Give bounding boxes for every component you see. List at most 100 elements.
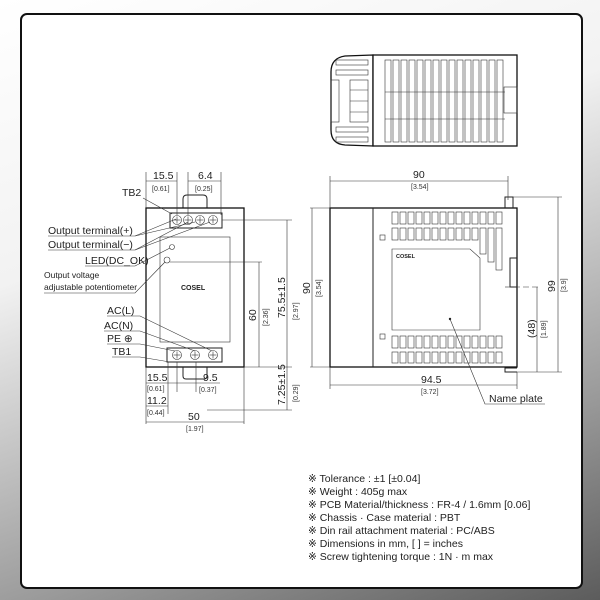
dim-h-725: 7.25±1.5 bbox=[276, 364, 288, 405]
vent-slot bbox=[496, 59, 504, 143]
vent-slot bbox=[391, 351, 399, 364]
side-dim-depth: 94.5 bbox=[421, 374, 442, 386]
vent-slot bbox=[439, 335, 447, 349]
vent-slot bbox=[456, 59, 464, 143]
note-din-rail: ※ Din rail attachment material : PC/ABS bbox=[308, 525, 495, 537]
screw-icon bbox=[183, 215, 193, 225]
screw-icon bbox=[208, 215, 218, 225]
vent-slot bbox=[463, 211, 471, 225]
vent-slot bbox=[471, 335, 479, 349]
label-output-plus: Output terminal(+) bbox=[48, 225, 133, 237]
front-view: COSEL TB2 Output terminal(+) Output term… bbox=[44, 170, 300, 433]
side-dim-height-in: [3.54] bbox=[316, 279, 323, 297]
note-torque: ※ Screw tightening torque : 1N · m max bbox=[308, 551, 494, 563]
vent-slot bbox=[399, 335, 407, 349]
vent-slot bbox=[439, 351, 447, 364]
front-logo: COSEL bbox=[181, 285, 206, 292]
dim-top-b-in: [0.25] bbox=[195, 186, 213, 193]
dim-bot-a: 15.5 bbox=[147, 372, 168, 384]
vent-slot bbox=[455, 351, 463, 364]
vent-slot bbox=[424, 59, 432, 143]
vent-slot bbox=[432, 59, 440, 143]
dim-bot-b-in: [0.37] bbox=[199, 387, 217, 394]
side-dim-total: 99 bbox=[546, 280, 558, 292]
vent-slot bbox=[415, 351, 423, 364]
side-dim-top: 90 bbox=[413, 169, 425, 181]
vent-slot bbox=[423, 351, 431, 364]
vent-slot bbox=[471, 351, 479, 364]
vent-slot bbox=[391, 227, 399, 241]
vent-slot bbox=[431, 351, 439, 364]
vent-slot bbox=[423, 227, 431, 241]
note-tolerance: ※ Tolerance : ±1 [±0.04] bbox=[308, 473, 420, 485]
vent-slot bbox=[415, 227, 423, 241]
vent-slot bbox=[391, 335, 399, 349]
vent-slot bbox=[447, 335, 455, 349]
dim-top-a: 15.5 bbox=[153, 170, 174, 182]
vent-slot bbox=[399, 211, 407, 225]
vent-slot bbox=[479, 227, 487, 255]
vent-slot bbox=[399, 227, 407, 241]
vent-slot bbox=[472, 59, 480, 143]
vent-slot bbox=[431, 227, 439, 241]
vent-slot bbox=[439, 227, 447, 241]
vent-slot bbox=[471, 211, 479, 225]
vent-slot bbox=[495, 351, 503, 364]
side-dim-height: 90 bbox=[301, 282, 313, 294]
label-tb2: TB2 bbox=[122, 187, 141, 199]
vent-slot bbox=[488, 59, 496, 143]
dim-h-75-in: [2.97] bbox=[293, 302, 300, 320]
dim-bot-b: 9.5 bbox=[203, 372, 218, 384]
dim-h-60: 60 bbox=[247, 309, 259, 321]
note-dimensions: ※ Dimensions in mm, [ ] = inches bbox=[308, 538, 463, 550]
vent-slot bbox=[471, 227, 479, 241]
vent-slot bbox=[407, 227, 415, 241]
name-plate bbox=[391, 248, 481, 331]
side-view: COSEL Name plate 90 [3.54] 90 [3.54] 94.… bbox=[301, 169, 568, 405]
vent-slot bbox=[480, 59, 488, 143]
dim-bot-c-in: [0.44] bbox=[147, 410, 165, 417]
screw-icon bbox=[190, 350, 200, 360]
vent-slot bbox=[407, 335, 415, 349]
tb2-terminal-block bbox=[169, 212, 223, 229]
label-led: LED(DC_OK) bbox=[85, 255, 149, 267]
vent-slot bbox=[455, 227, 463, 241]
dim-h-725-in: [0.29] bbox=[293, 384, 300, 402]
dim-width-in: [1.97] bbox=[186, 426, 204, 433]
vent-slot bbox=[400, 59, 408, 143]
vent-slot bbox=[479, 211, 487, 225]
note-chassis: ※ Chassis · Case material : PBT bbox=[308, 512, 461, 524]
vent-slot bbox=[407, 351, 415, 364]
vent-slot bbox=[479, 335, 487, 349]
vent-slot bbox=[384, 59, 392, 143]
label-pot-2: adjustable potentiometer bbox=[44, 282, 137, 292]
label-tb1: TB1 bbox=[112, 346, 131, 358]
dim-bot-a-in: [0.61] bbox=[147, 386, 165, 393]
top-view bbox=[330, 54, 518, 147]
vent-slot bbox=[439, 211, 447, 225]
label-output-minus: Output terminal(−) bbox=[48, 239, 133, 251]
label-ac-l: AC(L) bbox=[107, 305, 134, 317]
tb1-terminal-block bbox=[166, 347, 223, 363]
vent-slot bbox=[487, 227, 495, 263]
vent-slot bbox=[423, 335, 431, 349]
screw-icon bbox=[195, 215, 205, 225]
dim-top-a-in: [0.61] bbox=[152, 186, 170, 193]
dim-width: 50 bbox=[188, 411, 200, 423]
vent-slot bbox=[455, 335, 463, 349]
side-dim-total-in: [3.9] bbox=[561, 278, 568, 292]
vent-slot bbox=[440, 59, 448, 143]
vent-slot bbox=[495, 211, 503, 225]
vent-slot bbox=[495, 335, 503, 349]
label-ac-n: AC(N) bbox=[104, 320, 133, 332]
vent-slot bbox=[408, 59, 416, 143]
vent-slot bbox=[391, 211, 399, 225]
vent-slot bbox=[463, 351, 471, 364]
vent-slot bbox=[448, 59, 456, 143]
side-dim-rail: (48) bbox=[526, 319, 538, 338]
side-logo: COSEL bbox=[396, 254, 416, 260]
led-indicator bbox=[169, 244, 175, 250]
note-pcb: ※ PCB Material/thickness : FR-4 / 1.6mm … bbox=[308, 499, 530, 511]
vent-slot bbox=[447, 227, 455, 241]
